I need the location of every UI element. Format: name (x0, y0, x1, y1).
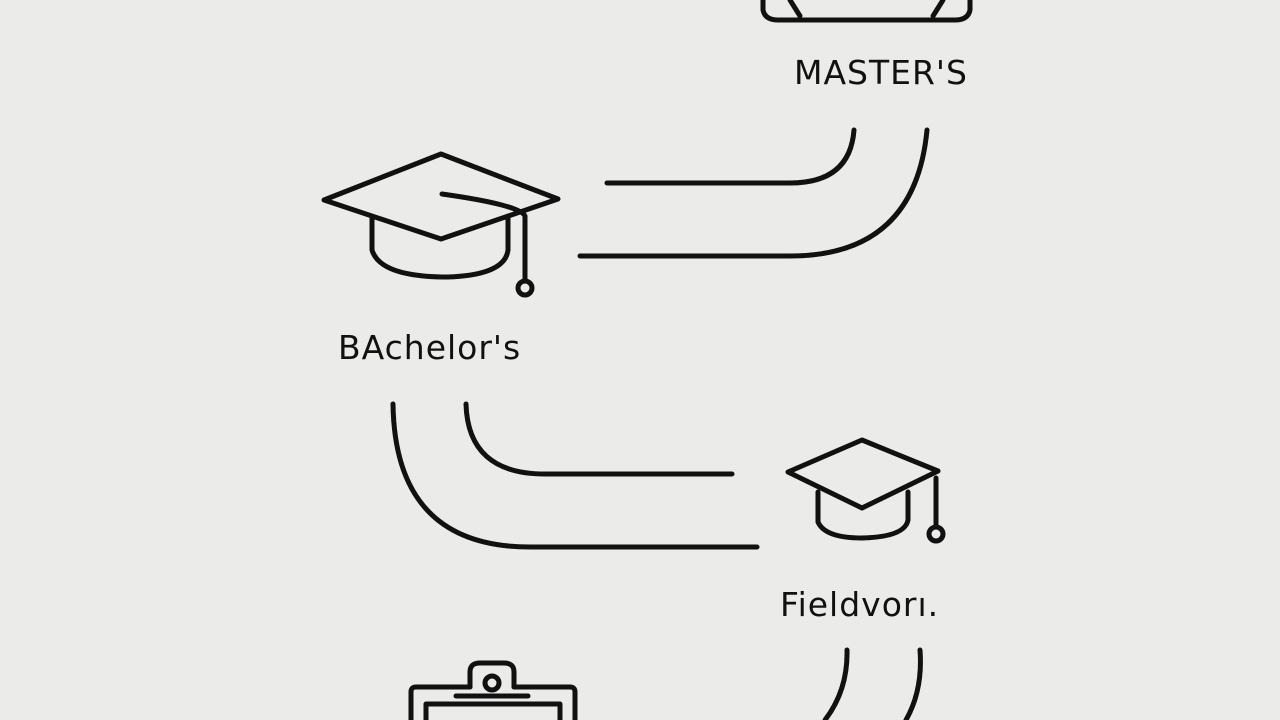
graduation-cap-small-icon (785, 437, 946, 544)
clipboard-icon (408, 660, 578, 720)
connector-masters-bachelors-outer (577, 127, 930, 259)
graduation-cap-icon (321, 151, 561, 298)
label-fieldwork: Fieldvorı. (780, 585, 940, 624)
label-bachelors: BAchelor's (338, 328, 522, 367)
label-masters: MASTER'S (794, 53, 968, 92)
connector-fieldwork-bottom-outer (903, 647, 923, 720)
connector-fieldwork-bottom-inner (822, 647, 850, 720)
connector-bachelors-fieldwork-outer (390, 401, 760, 550)
laptop-icon (760, 0, 973, 23)
connector-masters-bachelors-inner (604, 127, 857, 186)
connector-bachelors-fieldwork-inner (463, 401, 735, 477)
